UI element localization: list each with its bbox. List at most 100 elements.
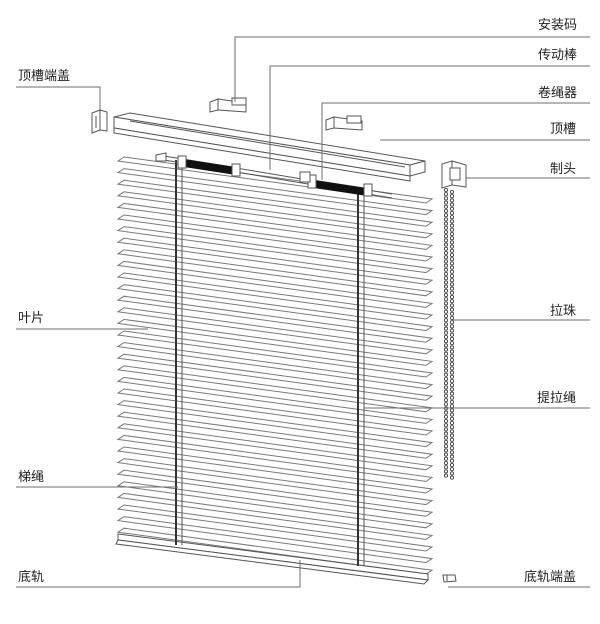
chain-bead <box>443 192 449 197</box>
chain-bead <box>443 427 449 432</box>
chain-bead <box>449 257 455 262</box>
chain-bead <box>449 345 455 350</box>
chain-bead <box>449 450 455 455</box>
label-headrail: 顶槽 <box>550 122 576 137</box>
slat <box>116 365 434 413</box>
chain-bead <box>449 332 455 337</box>
slat <box>116 400 434 448</box>
slat <box>116 202 434 250</box>
chain-bead <box>443 351 449 356</box>
chain-bead <box>443 326 449 331</box>
chain-bead <box>449 349 455 354</box>
chain-bead <box>443 259 449 264</box>
bottom-rail <box>115 533 430 585</box>
label-ladder-cord: 梯绳 <box>18 470 44 485</box>
slat <box>116 458 434 506</box>
chain-bead <box>449 475 455 480</box>
chain-bead <box>449 404 455 409</box>
slat <box>116 260 434 308</box>
chain-bead <box>443 213 449 218</box>
chain-bead <box>449 206 455 211</box>
chain-bead <box>443 221 449 226</box>
slat <box>116 423 434 471</box>
chain-bead <box>443 322 449 327</box>
chain-bead <box>449 383 455 388</box>
chain-bead <box>449 399 455 405</box>
label-lift-cord: 提拉绳 <box>537 390 576 406</box>
chain-bead <box>449 362 455 367</box>
chain-bead <box>443 204 449 209</box>
chain-bead <box>449 210 455 216</box>
slat <box>116 179 434 227</box>
chain-bead <box>449 278 455 283</box>
slat <box>116 411 434 459</box>
chain-bead <box>449 378 455 384</box>
chain-bead <box>449 471 455 476</box>
chain-bead <box>449 198 455 203</box>
label-mounting-bracket: 安装码 <box>538 18 577 33</box>
slat <box>116 249 434 297</box>
chain-bead <box>449 231 455 237</box>
chain-bead <box>443 276 449 281</box>
chain-bead <box>449 391 455 396</box>
chain-bead <box>443 381 449 386</box>
chain-bead <box>449 290 455 295</box>
chain-bead <box>449 395 455 400</box>
chain-bead <box>443 402 449 407</box>
chain-bead <box>449 416 455 421</box>
chain-bead <box>443 187 449 193</box>
slat <box>116 388 434 436</box>
chain-bead <box>443 297 449 302</box>
chain-bead <box>443 234 449 239</box>
chain-bead <box>449 370 455 375</box>
chain-bead <box>449 202 455 207</box>
label-tilt-rod: 传动棒 <box>538 48 577 63</box>
chain-bead <box>443 355 449 361</box>
chain-bead <box>443 255 449 260</box>
chain-bead <box>443 313 449 319</box>
chain-bead <box>443 418 449 424</box>
chain-bead <box>443 200 449 205</box>
chain-bead <box>449 252 455 258</box>
slat <box>116 330 434 378</box>
slat <box>116 342 434 390</box>
chain-bead <box>449 433 455 438</box>
chain-bead <box>449 320 455 325</box>
chain-bead <box>443 448 449 453</box>
ladder-cord-left <box>175 160 183 545</box>
label-cord-winder: 卷绳器 <box>538 85 577 101</box>
chain-bead <box>443 330 449 335</box>
label-bottom-rail-end-cap: 底轨端盖 <box>524 569 576 585</box>
chain-bead <box>443 271 449 277</box>
headrail <box>113 112 426 182</box>
chain-bead <box>449 429 455 434</box>
chain-bead <box>443 456 449 461</box>
chain-bead <box>449 244 455 249</box>
chain-bead <box>443 376 449 382</box>
chain-bead <box>449 261 455 266</box>
slat <box>116 295 434 343</box>
chain-bead <box>449 299 455 304</box>
chain-bead <box>443 360 449 365</box>
chain-bead <box>443 439 449 445</box>
chain-bead <box>443 393 449 398</box>
chain-bead <box>443 368 449 373</box>
chain-bead <box>449 265 455 270</box>
cord-winder-left <box>155 152 241 177</box>
headrail-end-cap <box>91 109 108 134</box>
chain-bead <box>443 460 449 466</box>
chain-bead <box>443 410 449 415</box>
chain-bead <box>449 240 455 245</box>
chain-bead <box>449 273 455 279</box>
chain-bead <box>449 353 455 358</box>
chain-bead <box>449 307 455 312</box>
slat <box>116 284 434 332</box>
chain-bead <box>443 343 449 348</box>
slat <box>116 434 434 482</box>
chain-bead <box>443 389 449 394</box>
chain-bead <box>443 242 449 247</box>
slat <box>116 214 434 262</box>
label-control-head: 制头 <box>550 162 576 177</box>
label-bead-chain: 拉珠 <box>550 304 576 319</box>
slat <box>116 307 434 355</box>
